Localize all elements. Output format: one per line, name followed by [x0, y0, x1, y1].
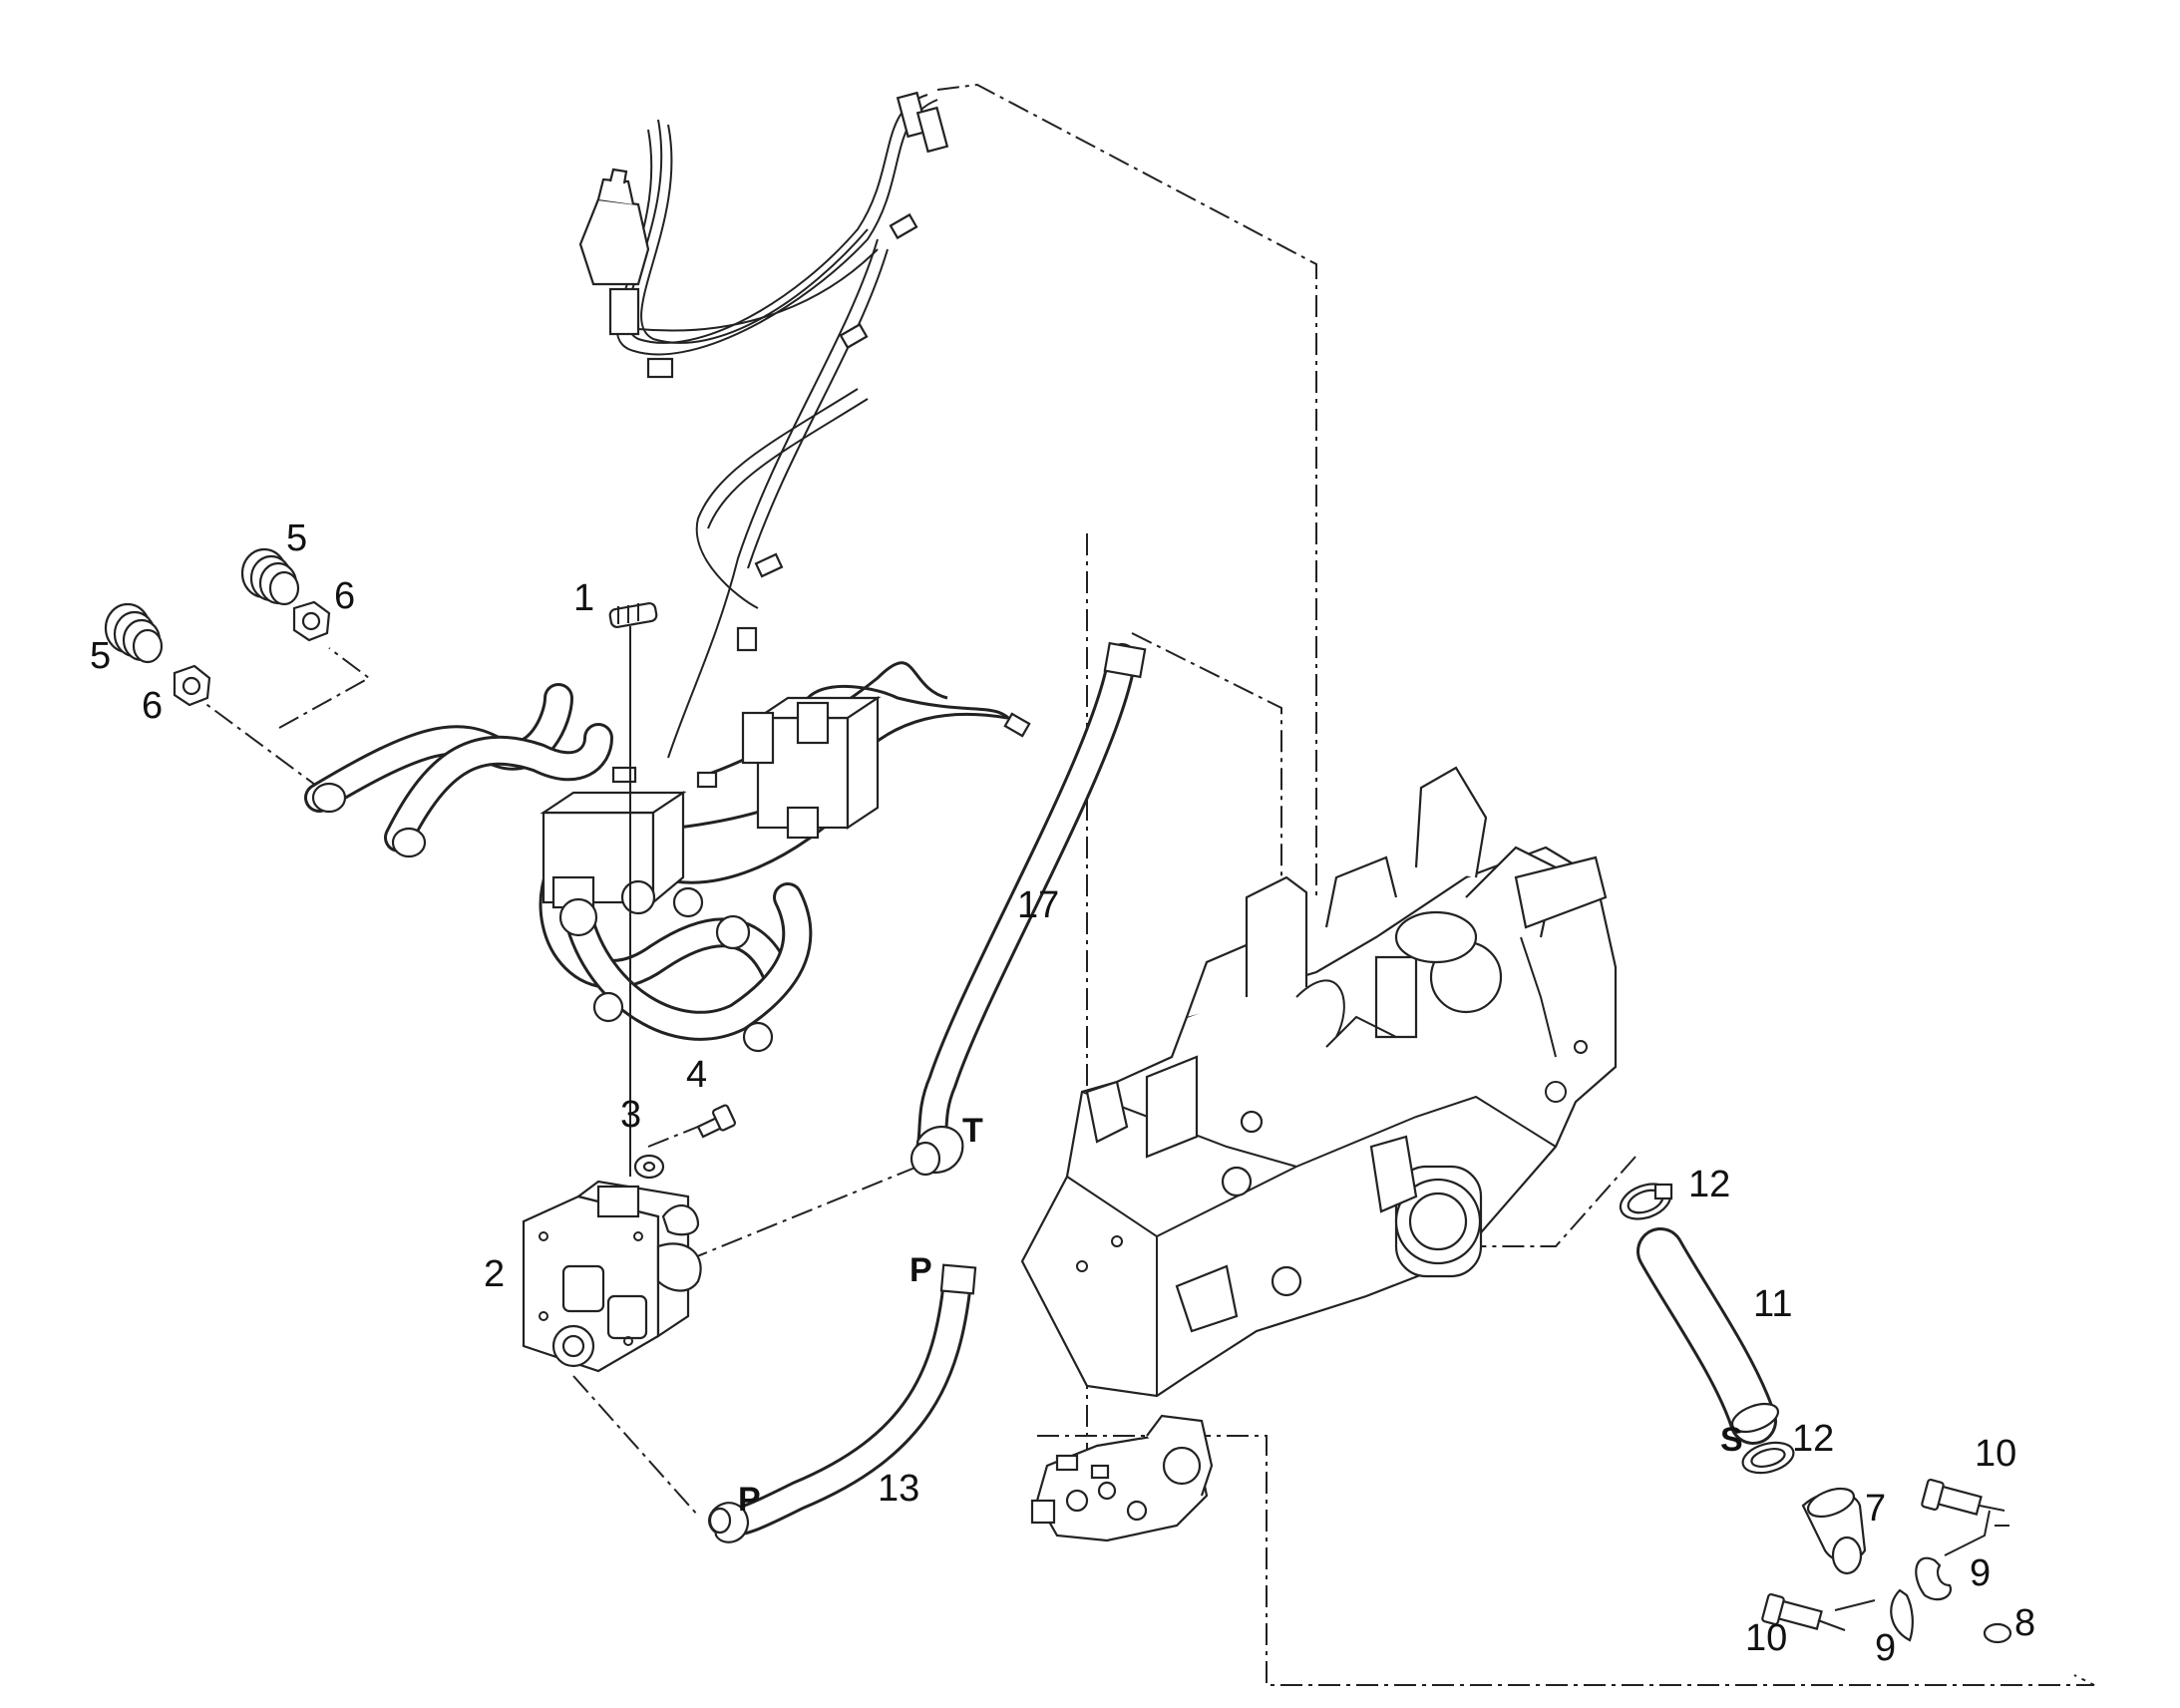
callout-10-lower: 10: [1745, 1617, 1787, 1659]
callout-9-lower: 9: [1875, 1627, 1896, 1669]
parts-5-6-fittings: [104, 547, 331, 707]
port-t: T: [962, 1112, 983, 1150]
port-s: S: [1720, 1421, 1743, 1459]
callout-9-upper: 9: [1970, 1552, 1991, 1594]
port-p-lower: P: [738, 1481, 761, 1519]
callout-12-upper: 12: [1688, 1164, 1730, 1205]
callout-11: 11: [1753, 1283, 1792, 1325]
callout-1: 1: [573, 577, 594, 619]
callout-7: 7: [1865, 1488, 1886, 1530]
pump-sub-assembly: [1030, 1414, 1214, 1542]
upper-valve-hose-assembly: [304, 661, 1031, 1053]
callout-labels: 1 2 3 4 5 5 6 6 7 8 9 9 10 10 11 12 12 1…: [90, 517, 2035, 1669]
callout-5-lower: 5: [90, 635, 111, 677]
callout-13: 13: [878, 1468, 919, 1510]
joystick-harness-assembly: [578, 91, 949, 759]
hose-13: [708, 1263, 977, 1543]
callout-6-upper: 6: [334, 575, 355, 617]
callout-17: 17: [1017, 884, 1059, 926]
callout-4: 4: [686, 1054, 707, 1096]
callout-2: 2: [484, 1253, 505, 1295]
part-2-control-valve: [522, 1180, 702, 1373]
part-1-clamp: [608, 601, 658, 1177]
parts-3-4-bolt-washer: [633, 1104, 737, 1180]
callout-10-upper: 10: [1975, 1433, 2016, 1475]
suction-line-parts: [1619, 1183, 2012, 1644]
callout-6-lower: 6: [142, 685, 163, 727]
callout-5-upper: 5: [286, 517, 307, 559]
port-p-upper: P: [909, 1251, 932, 1289]
hose-17: [909, 641, 1147, 1177]
callout-12-lower: 12: [1792, 1418, 1834, 1460]
callout-8: 8: [2014, 1602, 2035, 1644]
machine-frame: [1020, 766, 1618, 1398]
callout-3: 3: [620, 1094, 641, 1136]
port-labels: T P P S: [738, 1112, 1743, 1519]
